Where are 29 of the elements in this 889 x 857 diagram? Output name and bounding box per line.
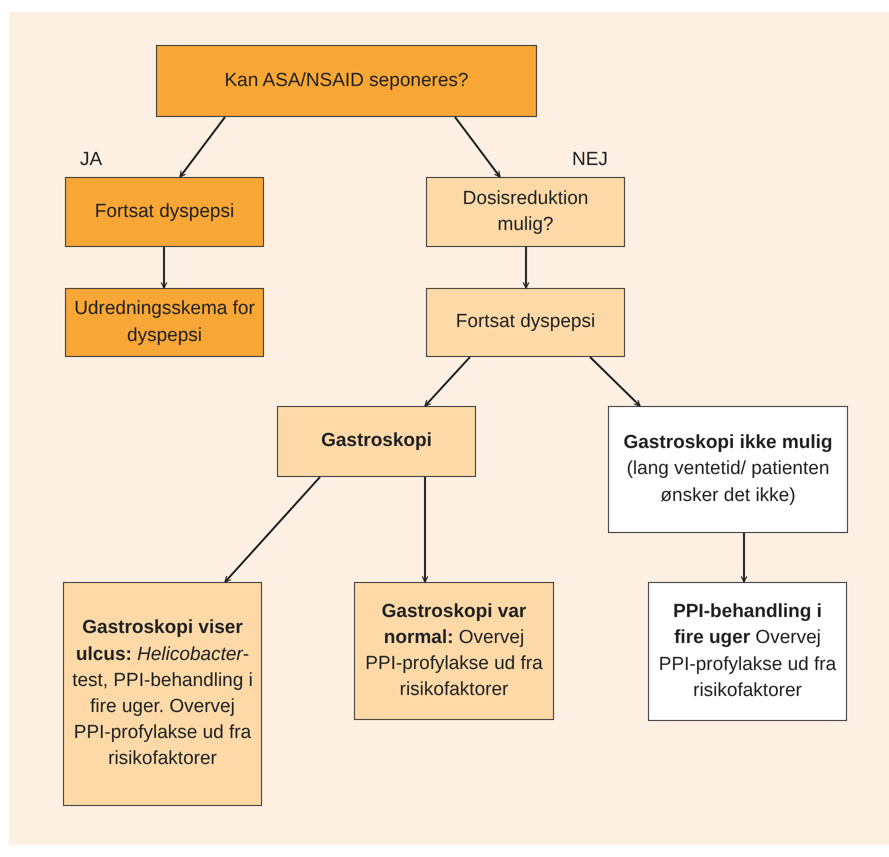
arrow	[422, 477, 428, 583]
process-box	[63, 582, 262, 806]
arrow	[224, 476, 321, 583]
box-text: PPI-behandling i fire uger Overvej PPI-profylakse ud fra risikofaktorer	[658, 600, 838, 703]
box-text: Fortsat dyspepsi	[94, 200, 234, 224]
process-box	[277, 406, 476, 477]
process-box	[65, 288, 264, 357]
process-box	[426, 288, 625, 357]
box-text: Dosisreduktion mulig?	[462, 186, 590, 237]
box-text: Udredningsskema for dyspepsi	[74, 297, 255, 348]
arrow	[179, 116, 226, 178]
process-box	[354, 582, 554, 720]
process-box	[608, 406, 848, 533]
box-text: Fortsat dyspepsi	[456, 310, 596, 334]
arrow	[740, 533, 748, 583]
arrow	[454, 116, 501, 178]
process-box	[156, 45, 537, 117]
arrow	[522, 247, 530, 289]
box-text: Gastroskopi ikke mulig (lang ventetid/ patienten ønsker det ikke)	[622, 431, 834, 508]
process-box	[65, 177, 264, 247]
arrow	[424, 356, 471, 407]
box-text: Gastroskopi var normal: Overvej PPI-profylakse ud fra risikofaktorer	[364, 600, 544, 702]
box-text: Gastroskopi	[321, 429, 432, 454]
process-box	[648, 582, 847, 721]
arrow	[589, 356, 641, 407]
process-box	[426, 177, 625, 247]
arrow	[160, 247, 168, 289]
box-text: Kan ASA/NSAID seponeres?	[224, 68, 468, 93]
box-text: Gastroskopi viser ulcus: Helicobacter-test, PPI-behandling i fire uger. Overvej PPI-profylakse ud fra risikofaktorer	[72, 616, 253, 772]
